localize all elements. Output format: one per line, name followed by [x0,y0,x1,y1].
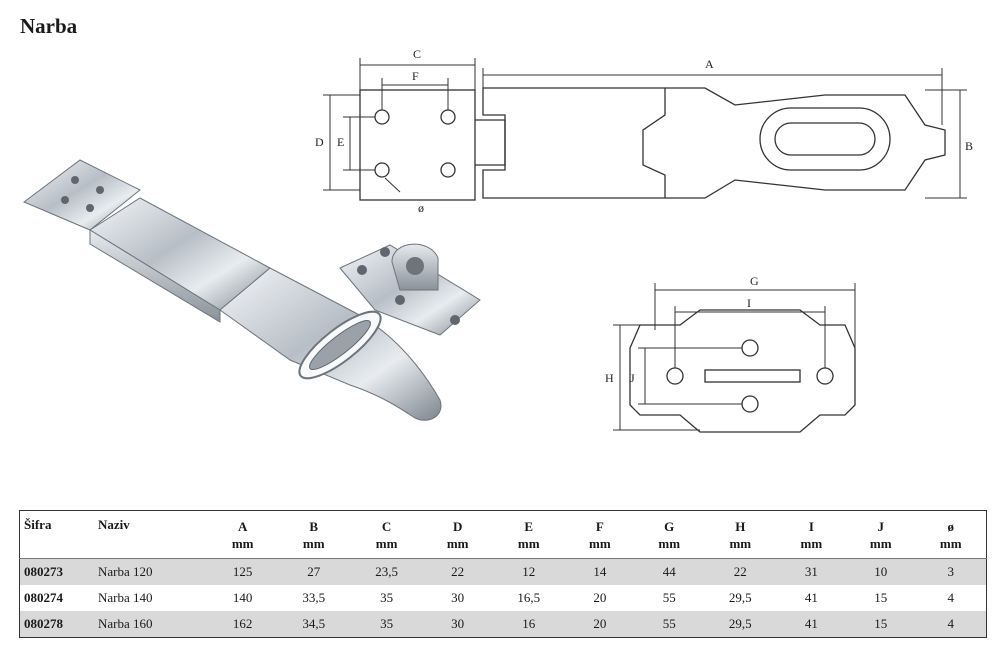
cell-c: 35 [380,590,394,605]
dim-label-h: H [605,371,614,385]
cell-d: 30 [422,611,493,638]
cell-b: 27 [277,558,351,585]
page-title: Narba [20,14,78,38]
cell-diameter: 4 [947,590,954,605]
cell-f: 20 [565,611,635,638]
cell-d: 30 [451,590,465,605]
dim-label-diameter: ø [418,201,424,215]
cell-g: 44 [634,558,704,585]
dim-label-d: D [315,135,324,149]
cell-g: 55 [634,611,704,638]
hasp-drawing: C F A D E B ø [315,47,973,215]
cell-h: 22 [703,558,777,585]
cell-j: 15 [846,611,916,638]
cell-diameter: 4 [915,611,987,638]
col-header-sifra: Šifra [19,510,94,559]
table-row: 080274 Narba 140 140 33,5 35 30 16,5 20 … [20,585,987,611]
cell-a: 162 [208,611,278,638]
col-header-naziv: Naziv [94,510,208,559]
dim-label-i: I [747,296,751,310]
cell-diameter: 3 [915,558,987,585]
cell-i: 41 [776,611,847,638]
cell-i: 31 [776,558,847,585]
hasp-photo [23,159,442,421]
dim-label-g: G [750,274,759,288]
staple-photo [339,243,481,336]
dim-label-b: B [965,139,973,153]
dim-label-e: E [337,135,344,149]
dim-label-a: A [705,57,714,71]
table-row: 080273 Narba 120 125 27 23,5 22 12 14 44… [19,558,987,585]
dim-label-j: J [630,371,635,385]
cell-e: 16 [492,611,566,638]
cell-h: 29,5 [703,611,777,638]
cell-e: 12 [492,558,566,585]
cell-a: 125 [208,558,278,585]
dim-label-c: C [413,47,421,61]
cell-e: 16,5 [517,590,541,605]
cell-i: 41 [804,590,818,605]
cell-f: 14 [565,558,635,585]
cell-h: 29,5 [728,590,752,605]
cell-d: 22 [422,558,493,585]
product-photo [23,159,481,421]
cell-b: 34,5 [277,611,351,638]
cell-code: 080273 [19,558,94,585]
cell-name: Narba 160 [94,611,208,638]
cell-name: Narba 140 [98,590,153,605]
cell-b: 33,5 [302,590,326,605]
cell-code: 080278 [19,611,94,638]
cell-j: 15 [874,590,888,605]
cell-c: 23,5 [350,558,423,585]
cell-a: 140 [232,590,253,605]
cell-j: 10 [846,558,916,585]
cell-code: 080274 [24,590,63,605]
table-row: 080278 Narba 160 162 34,5 35 30 16 20 55… [19,611,987,638]
staple-drawing: G I H J [605,274,856,433]
cell-f: 20 [593,590,607,605]
cell-name: Narba 120 [94,558,208,585]
cell-c: 35 [350,611,423,638]
dim-label-f: F [412,69,419,83]
cell-g: 55 [662,590,676,605]
